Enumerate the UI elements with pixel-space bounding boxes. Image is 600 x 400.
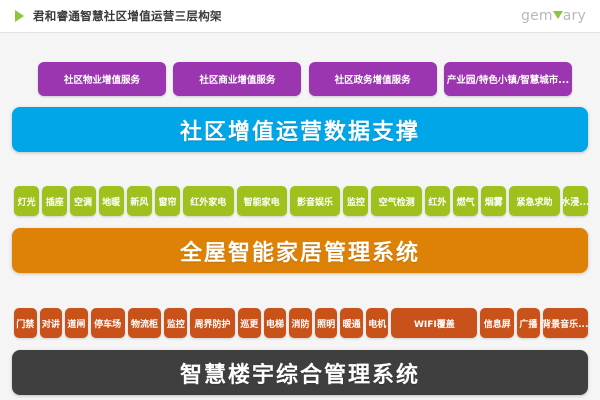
tag-item[interactable]: 巡更	[238, 308, 261, 338]
tag-item[interactable]: 监控	[164, 308, 187, 338]
banner-community-data-support[interactable]: 社区增值运营数据支撑	[12, 107, 588, 152]
top-service-box[interactable]: 社区政务增值服务	[308, 62, 437, 96]
brand-logo: gem ary	[521, 8, 600, 24]
logo-text-prefix: gem	[521, 8, 553, 24]
tag-item[interactable]: 门禁	[14, 308, 37, 338]
slide-header: 君和睿通智慧社区增值运营三层构架 gem ary	[0, 0, 600, 33]
play-triangle-icon	[15, 10, 24, 22]
tag-item[interactable]: 燃气	[453, 186, 479, 216]
tag-item[interactable]: 停车场	[90, 308, 125, 338]
tag-item[interactable]: 插座	[42, 186, 68, 216]
tag-item[interactable]: 红外	[424, 186, 450, 216]
header-left-group: 君和睿通智慧社区增值运营三层构架	[0, 8, 222, 24]
tag-item[interactable]: 红外家电	[183, 186, 234, 216]
tag-item[interactable]: 新风	[126, 186, 152, 216]
top-service-box[interactable]: 社区物业增值服务	[38, 62, 166, 96]
logo-text-suffix: ary	[562, 8, 586, 24]
tag-item[interactable]: 烟雾	[481, 186, 507, 216]
smart-home-tag-row: 灯光插座空调地暖新风窗帘红外家电智能家电影音娱乐监控空气检测红外燃气烟雾紧急求助…	[14, 186, 589, 216]
banner-building-management-system[interactable]: 智慧楼宇综合管理系统	[12, 350, 588, 395]
top-service-box[interactable]: 产业园/特色小镇/智慧城市...	[443, 62, 572, 96]
banner-smart-home-system[interactable]: 全屋智能家居管理系统	[12, 228, 588, 273]
tag-item[interactable]: 影音娱乐	[289, 186, 341, 216]
tag-item[interactable]: 灯光	[14, 186, 40, 216]
tag-item[interactable]: 空调	[70, 186, 96, 216]
tag-item[interactable]: 对讲	[39, 308, 63, 338]
tag-item[interactable]: 智能家电	[236, 186, 287, 216]
tag-item[interactable]: 广播	[517, 308, 540, 338]
tag-item[interactable]: 消防	[289, 308, 312, 338]
tag-item[interactable]: 周界防护	[189, 308, 236, 338]
tag-item[interactable]: 电机	[365, 308, 389, 338]
tag-item[interactable]: 照明	[314, 308, 338, 338]
tag-item[interactable]: 物流柜	[127, 308, 162, 338]
tag-item[interactable]: 紧急求助	[509, 186, 560, 216]
tag-item[interactable]: 地暖	[98, 186, 124, 216]
page-title: 君和睿通智慧社区增值运营三层构架	[33, 9, 222, 23]
tag-item[interactable]: 暖通	[340, 308, 363, 338]
tag-item[interactable]: 信息屏	[480, 308, 515, 338]
tag-item[interactable]: WIFI覆盖	[391, 308, 478, 338]
top-service-box-row: 社区物业增值服务社区商业增值服务社区政务增值服务产业园/特色小镇/智慧城市...	[38, 62, 572, 96]
tag-item[interactable]: 道闸	[65, 308, 88, 338]
tag-item[interactable]: 空气检测	[371, 186, 422, 216]
tag-item[interactable]: 监控	[343, 186, 369, 216]
logo-triangle-icon	[552, 11, 563, 19]
tag-item[interactable]: 电梯	[263, 308, 287, 338]
tag-item[interactable]: 背景音乐...	[542, 308, 588, 338]
top-service-box[interactable]: 社区商业增值服务	[173, 62, 302, 96]
tag-item[interactable]: 窗帘	[154, 186, 181, 216]
tag-item[interactable]: 水浸...	[561, 186, 589, 216]
